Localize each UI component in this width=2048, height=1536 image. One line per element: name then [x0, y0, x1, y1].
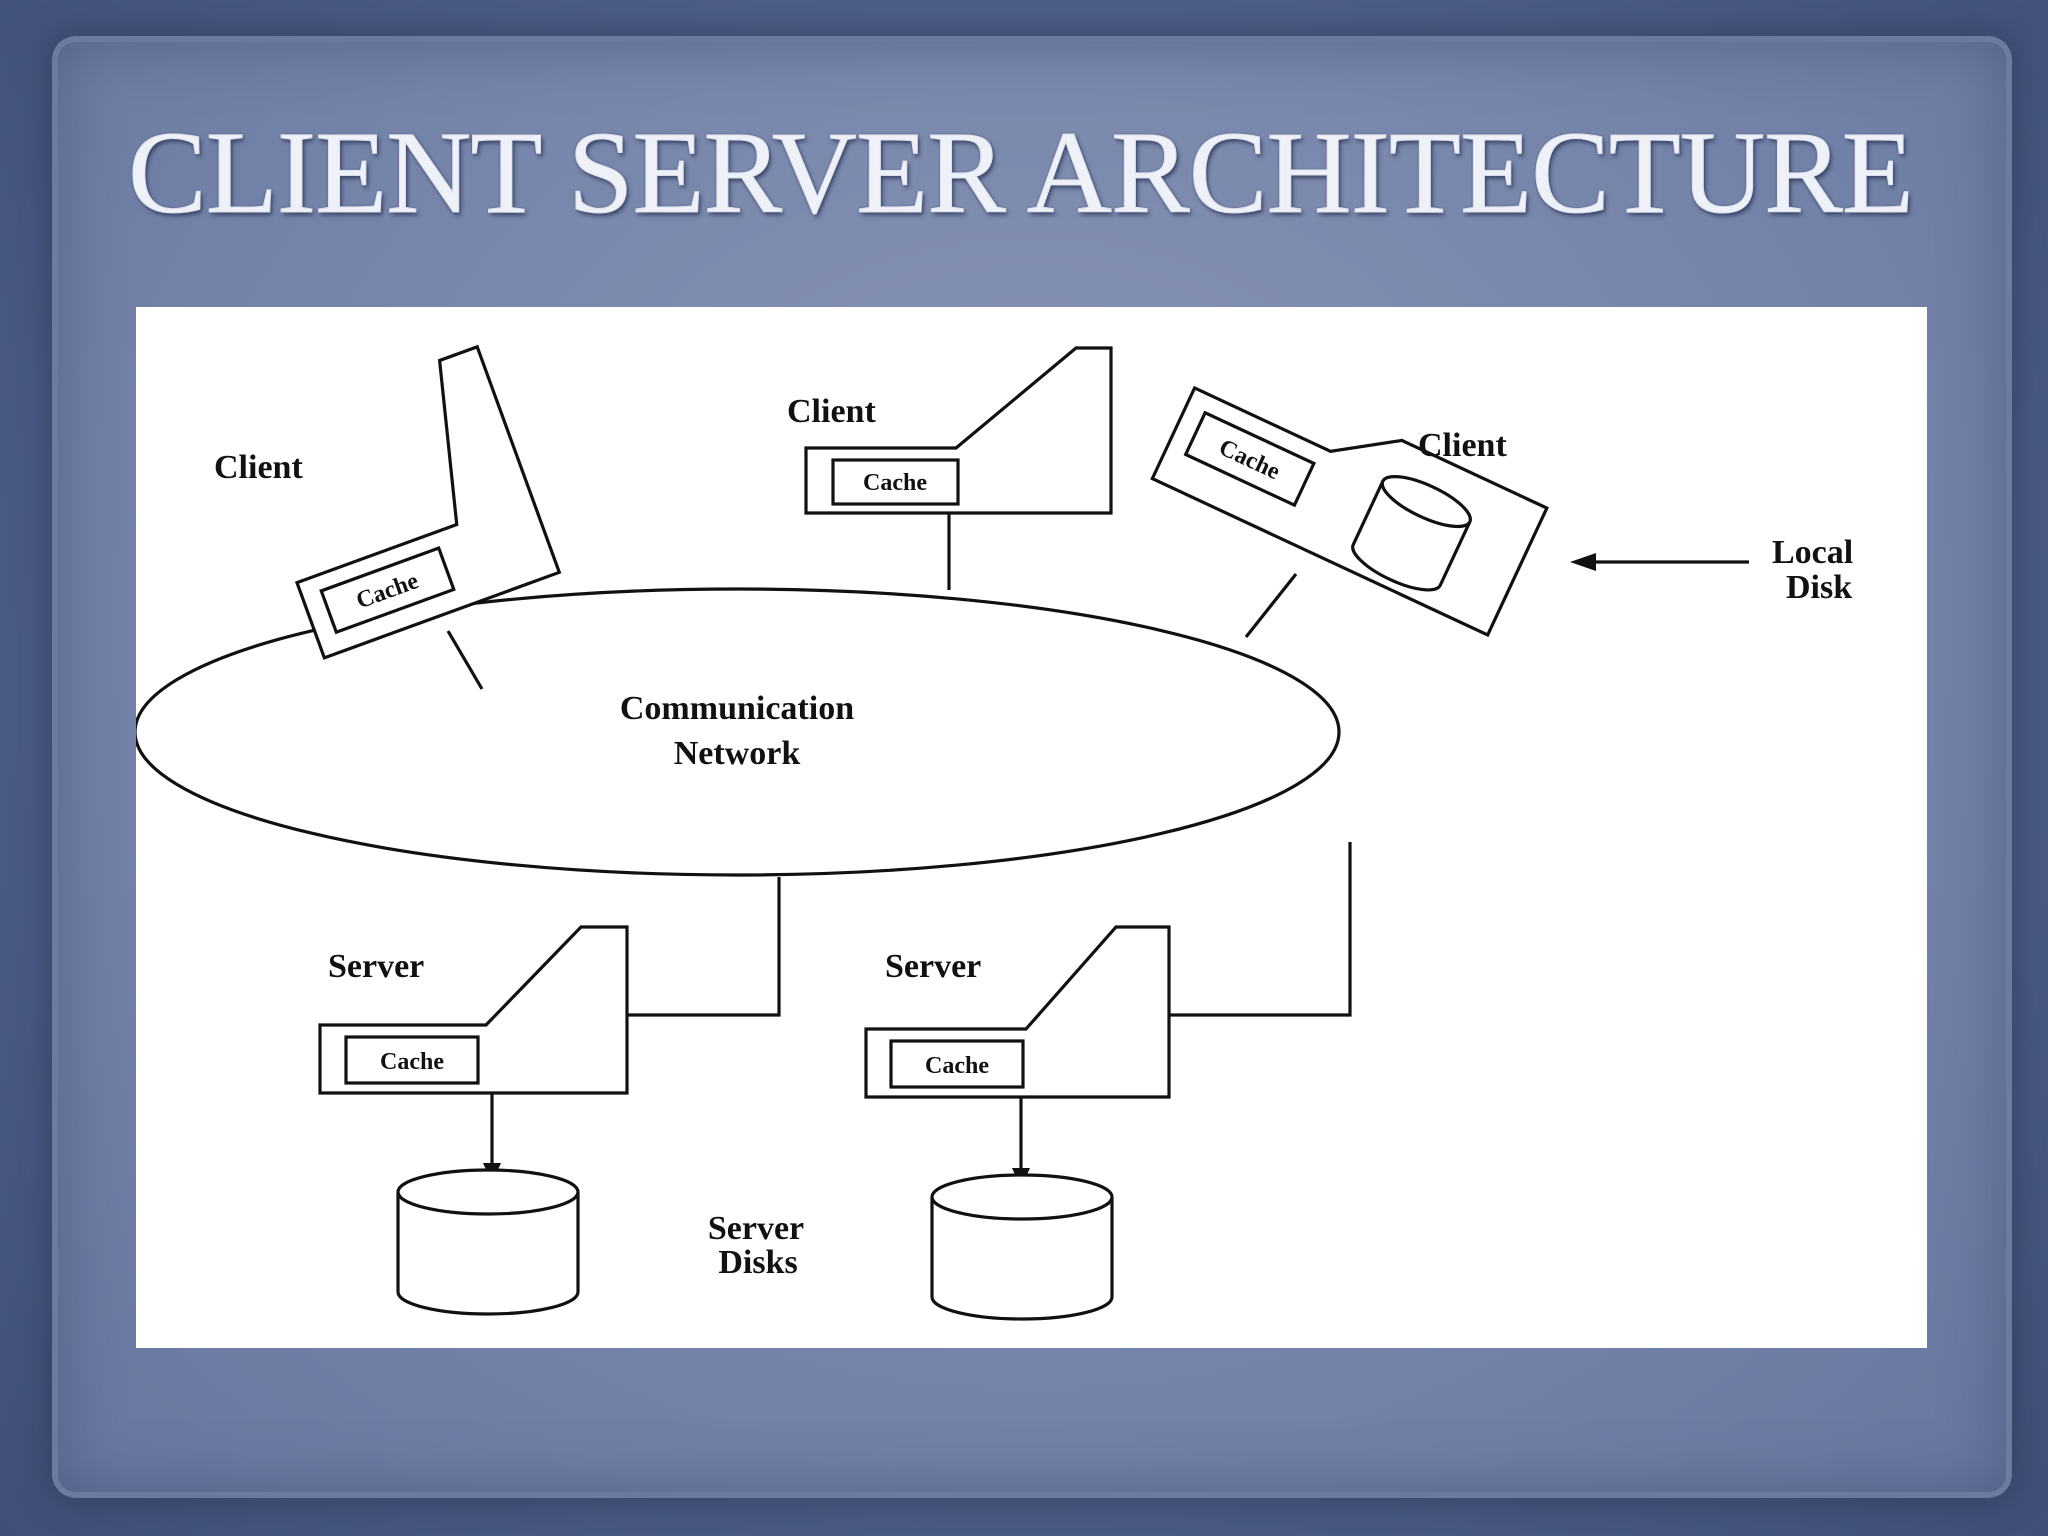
architecture-diagram: Communication Network Cache Client Cache… [136, 307, 1927, 1348]
slide-title: CLIENT SERVER ARCHITECTURE [128, 107, 1915, 238]
server-right: Cache Server [864, 925, 1171, 1321]
server-left-cache-label: Cache [380, 1049, 444, 1075]
client-right-label: Client [1418, 427, 1507, 464]
server-right-cache-label: Cache [925, 1053, 989, 1079]
client-right-link [1244, 573, 1298, 638]
client-left-label: Client [214, 449, 303, 486]
client-left-link [446, 630, 484, 690]
client-top-cache-label: Cache [863, 470, 927, 496]
client-right-workstation [1150, 385, 1549, 638]
server-right-label: Server [885, 948, 981, 985]
server-left-link [627, 877, 781, 1017]
server-left-disk [396, 1168, 580, 1316]
server-disks-label-line1: Server [708, 1210, 804, 1247]
communication-network-ellipse [136, 587, 1341, 877]
server-disks-label-line2: Disks [718, 1244, 797, 1281]
server-left-cache-box [344, 1035, 480, 1085]
server-left: Cache Server [318, 925, 629, 1316]
local-disk-label-line1: Local [1772, 534, 1853, 571]
local-disk-label-line2: Disk [1786, 569, 1852, 606]
local-disk-cylinder [1351, 474, 1472, 592]
diagram-canvas: Communication Network Cache Client Cache… [136, 344, 1853, 1321]
client-left: Cache Client [214, 344, 562, 690]
client-right-cache-box [1183, 410, 1317, 508]
network-label-line2: Network [674, 735, 801, 772]
server-right-disk [930, 1173, 1114, 1321]
server-right-link [1169, 842, 1352, 1017]
client-top: Cache Client [787, 346, 1113, 590]
client-top-cache-box [831, 458, 960, 506]
client-right: Cache Client Local Disk [1150, 385, 1853, 638]
network-label-line1: Communication [620, 690, 854, 727]
client-top-label: Client [787, 393, 876, 430]
server-left-label: Server [328, 948, 424, 985]
local-disk-arrowhead [1570, 553, 1596, 571]
client-left-cache-box [319, 546, 456, 635]
server-right-cache-box [889, 1039, 1025, 1089]
